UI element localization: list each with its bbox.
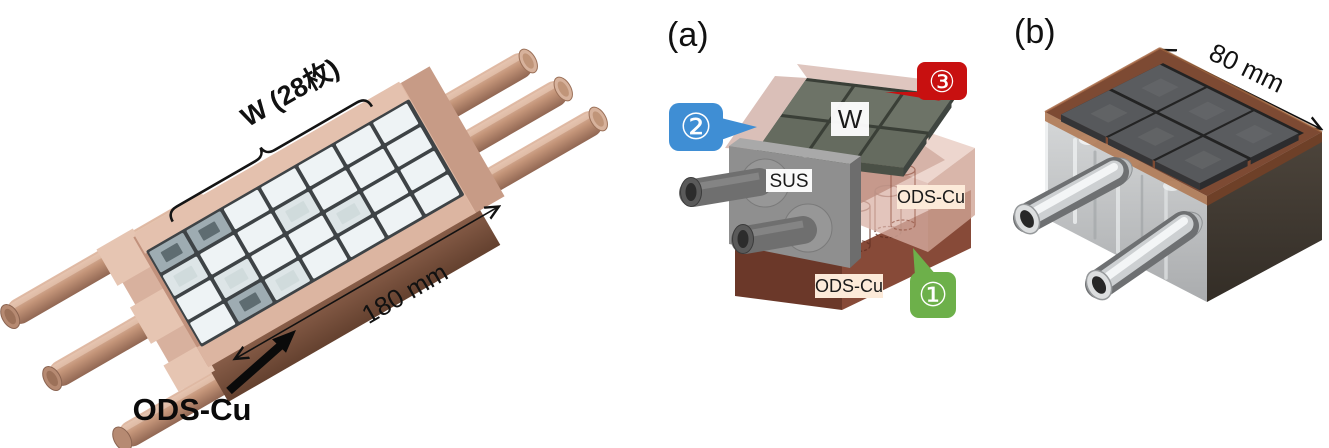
cooling-tube <box>731 216 817 254</box>
material-label: ODS-Cu <box>133 392 252 427</box>
sus-label: SUS <box>769 171 808 192</box>
length-dimension-arrow <box>235 206 499 359</box>
steel-tube <box>1085 211 1199 301</box>
sus-label-bg <box>766 169 812 192</box>
callout-3-box <box>917 62 967 100</box>
left-photo-panel: W (28枚) 180 mm ODS-Cu <box>0 48 608 448</box>
callout-1-tail <box>913 248 937 276</box>
callout-1: ① <box>910 248 956 318</box>
ods-side-label-bg <box>897 185 965 209</box>
ods-cu-arrow <box>226 342 283 395</box>
callout-3: ③ <box>885 62 967 101</box>
callout-1-number: ① <box>918 276 948 313</box>
mockup-body: W (28枚) 180 mm <box>96 53 505 402</box>
rim-highlight <box>1159 47 1323 133</box>
panel-b-label: (b) <box>1014 13 1056 51</box>
tube-clamp <box>163 344 215 392</box>
callout-2: ② <box>669 103 757 151</box>
sus-top <box>729 138 861 164</box>
block-right-face <box>1207 132 1322 302</box>
callout-2-box <box>669 103 723 151</box>
w-label-bg <box>831 102 869 136</box>
copper-strip-front <box>1045 112 1207 205</box>
small-mockup-block <box>1013 47 1323 302</box>
brace <box>169 99 374 223</box>
callout-2-tail <box>721 118 757 140</box>
callout-3-number: ③ <box>929 66 956 99</box>
cooling-tube <box>679 168 773 207</box>
sus-manifold <box>679 138 861 268</box>
w-tiles-grid-b <box>1061 63 1304 191</box>
callout-1-box <box>910 272 956 318</box>
far-rail <box>134 81 411 254</box>
ods-cu-side-label: ODS-Cu <box>897 187 965 207</box>
panel-b-photo: (b) 80 mm <box>1013 13 1329 302</box>
panel-a-diagram: (a) <box>667 16 975 318</box>
rim-highlight <box>1044 47 1161 113</box>
panel-a-label: (a) <box>667 16 709 54</box>
sus-right-edge <box>850 156 861 268</box>
ods-base-label-bg <box>815 274 883 298</box>
w-label: W <box>838 104 863 134</box>
ods-cu-base-label: ODS-Cu <box>815 276 883 296</box>
callout-2-number: ② <box>680 106 712 147</box>
part-labels: W SUS ODS-Cu ODS-Cu <box>766 102 965 298</box>
cover-left-wall <box>725 76 807 150</box>
ods-cu-arrowhead <box>272 330 296 353</box>
body-right-end <box>400 66 505 214</box>
copper-strip-right <box>1207 132 1322 206</box>
steel-tube <box>1013 157 1129 235</box>
